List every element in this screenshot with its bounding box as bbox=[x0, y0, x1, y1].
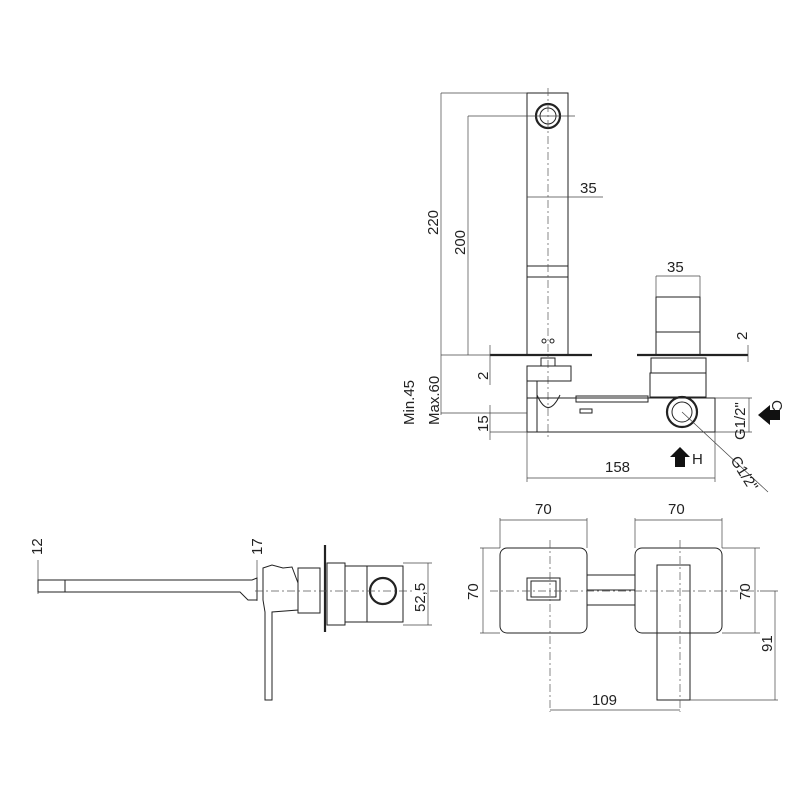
spout-body bbox=[526, 92, 569, 356]
dim-spout-35: 35 bbox=[580, 180, 597, 197]
dim-200: 200 bbox=[452, 230, 469, 255]
dim-plate-2-right: 2 bbox=[734, 332, 751, 340]
dim-min-45: Min.45 bbox=[401, 380, 418, 425]
dim-52-5: 52,5 bbox=[412, 583, 429, 612]
dim-109: 109 bbox=[592, 692, 617, 709]
left-plate bbox=[499, 547, 588, 634]
thread-cold: G1/2" bbox=[732, 402, 749, 440]
dim-12: 12 bbox=[29, 538, 46, 555]
hot-label: H bbox=[692, 451, 703, 468]
handle-body bbox=[655, 296, 701, 356]
dim-15: 15 bbox=[475, 415, 492, 432]
lever-side bbox=[262, 564, 299, 701]
cold-inlet-arrow-icon bbox=[758, 405, 780, 425]
dim-220: 220 bbox=[425, 210, 442, 235]
dim-handle-35: 35 bbox=[667, 259, 684, 276]
cold-label: C bbox=[768, 400, 785, 411]
front-view: 70 70 70 70 91 109 bbox=[465, 501, 778, 712]
hot-inlet-arrow-icon bbox=[670, 447, 690, 467]
thread-hot: G1/2" bbox=[727, 453, 761, 494]
right-plate bbox=[634, 547, 723, 634]
inlet-fitting bbox=[665, 395, 699, 429]
dim-right-plate-width: 70 bbox=[668, 501, 685, 518]
dim-17: 17 bbox=[249, 538, 266, 555]
side-view: 12 17 52,5 bbox=[29, 538, 432, 701]
lever-front bbox=[656, 564, 691, 701]
dim-left-plate-width: 70 bbox=[535, 501, 552, 518]
dim-plate-2-left: 2 bbox=[475, 372, 492, 380]
dim-max-60: Max.60 bbox=[426, 376, 443, 425]
dim-158: 158 bbox=[605, 459, 630, 476]
top-view: 220 200 35 35 2 2 Min.45 Max.60 15 158 G… bbox=[401, 88, 785, 494]
dim-left-plate-height: 70 bbox=[465, 583, 482, 600]
spout-outlet-slot bbox=[526, 577, 561, 601]
spout-side bbox=[37, 577, 258, 601]
dim-91: 91 bbox=[759, 635, 776, 652]
dim-right-plate-height: 70 bbox=[737, 583, 754, 600]
